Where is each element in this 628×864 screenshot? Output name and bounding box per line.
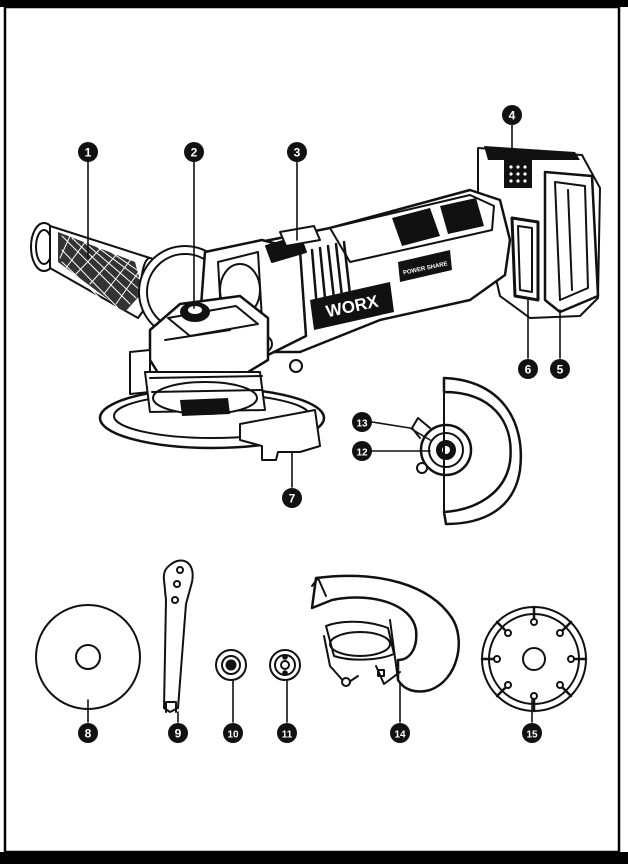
callout-number: 11	[282, 730, 293, 741]
callout-badge	[502, 105, 522, 125]
callout-11: 11	[277, 723, 297, 743]
callout-badge	[78, 142, 98, 162]
callout-6: 6	[518, 359, 538, 379]
callout-badge	[184, 142, 204, 162]
callout-badge	[518, 359, 538, 379]
callout-14: 14	[390, 723, 410, 743]
callout-15: 15	[522, 723, 542, 743]
callout-13: 13	[352, 412, 372, 432]
callout-badge	[223, 723, 243, 743]
callout-badge	[168, 723, 188, 743]
callout-badge	[352, 441, 372, 461]
callout-number: 3	[294, 146, 301, 160]
guard-clamp-detail	[411, 376, 523, 526]
inner-flange-part	[215, 649, 247, 681]
callout-7: 7	[282, 488, 302, 508]
callout-number: 12	[356, 448, 368, 459]
callout-number: 4	[509, 109, 516, 123]
diamond-blade-part	[480, 605, 588, 713]
callout-number: 15	[526, 730, 538, 741]
callout-5: 5	[550, 359, 570, 379]
callout-badge	[78, 723, 98, 743]
callout-badge	[277, 723, 297, 743]
callout-4: 4	[502, 105, 522, 125]
callout-10: 10	[223, 723, 243, 743]
clamping-nut-part	[269, 649, 301, 681]
callout-3: 3	[287, 142, 307, 162]
callout-number: 5	[557, 363, 564, 377]
callout-number: 9	[175, 727, 182, 741]
callout-number: 14	[394, 730, 406, 741]
grinding-wheel-part	[35, 604, 141, 710]
page-border	[3, 5, 621, 854]
mounted-wheel-guard	[98, 349, 326, 461]
callout-number: 1	[85, 146, 92, 160]
spanner-wrench-part	[162, 559, 194, 713]
callout-number: 2	[191, 146, 198, 160]
callout-badge	[390, 723, 410, 743]
callout-number: 6	[525, 363, 532, 377]
motor-housing	[198, 188, 512, 373]
callout-badge	[287, 142, 307, 162]
bottom-bar	[0, 852, 628, 864]
gear-head	[148, 294, 270, 388]
callout-number: 8	[85, 727, 92, 741]
battery-pack	[477, 146, 601, 319]
callout-number: 10	[227, 730, 239, 741]
leader-lines	[87, 124, 561, 723]
callout-number: 7	[289, 492, 296, 506]
top-bar	[0, 0, 628, 7]
callout-badge	[522, 723, 542, 743]
callout-9: 9	[168, 723, 188, 743]
callout-12: 12	[352, 441, 372, 461]
callout-badge	[282, 488, 302, 508]
callout-8: 8	[78, 723, 98, 743]
callout-badge	[352, 412, 372, 432]
callout-1: 1	[78, 142, 98, 162]
callout-badge	[550, 359, 570, 379]
callout-2: 2	[184, 142, 204, 162]
wheel-guard-part	[310, 574, 460, 693]
callout-number: 13	[356, 419, 368, 430]
